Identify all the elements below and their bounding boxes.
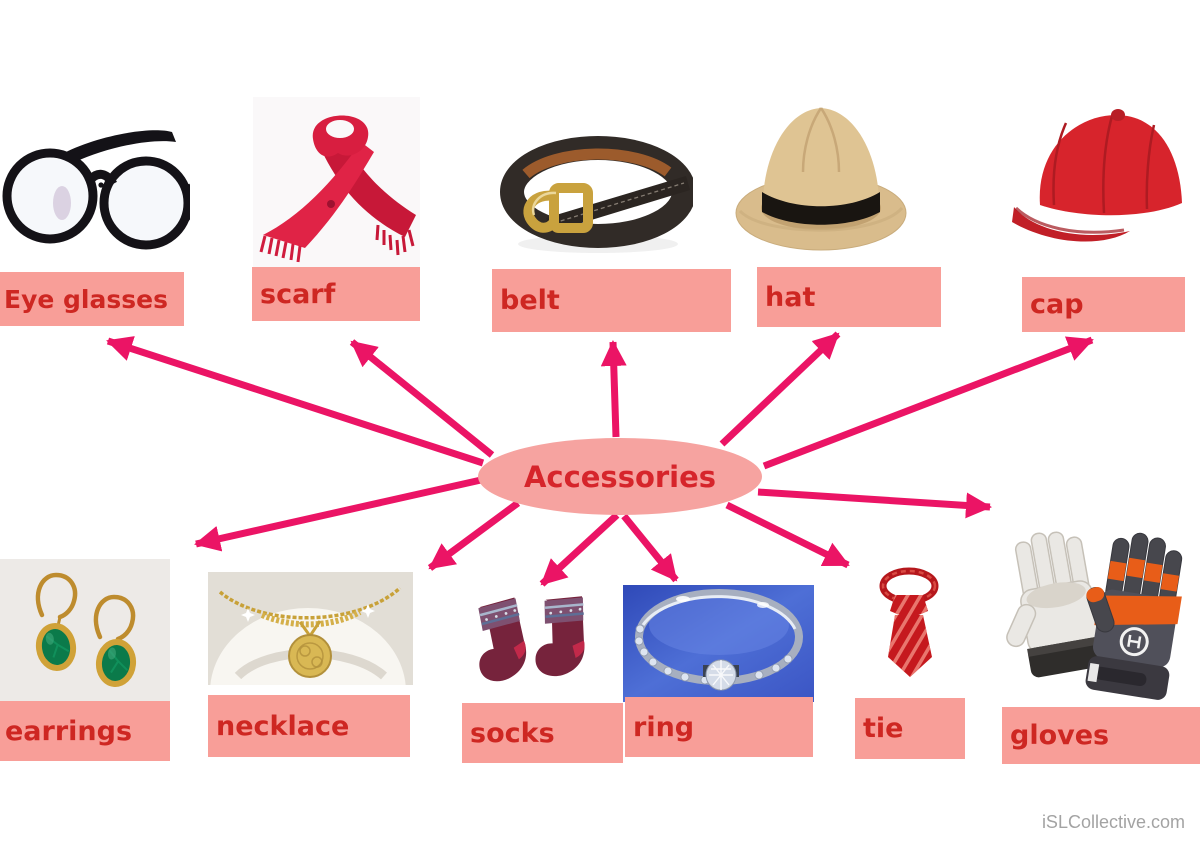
wool-socks-photo <box>461 587 608 702</box>
red-cap-photo <box>1006 101 1194 259</box>
diamond-ring-photo <box>623 585 814 702</box>
belt-label: belt <box>492 269 731 332</box>
necklace-label: necklace <box>208 695 410 757</box>
arrow-to-necklace <box>427 500 521 571</box>
eye-glasses-label: Eye glasses <box>0 272 184 326</box>
arrow-to-eye-glasses <box>106 336 485 467</box>
arrow-to-hat <box>719 331 841 447</box>
arrow-to-belt <box>600 340 627 438</box>
arrow-to-tie <box>725 501 850 569</box>
cap-label: cap <box>1022 277 1185 332</box>
center-topic-label: Accessories <box>523 459 717 494</box>
work-gloves-photo <box>1006 511 1190 710</box>
ring-label: ring <box>625 697 813 757</box>
arrow-to-gloves <box>757 488 992 519</box>
arrow-to-cap <box>762 336 1094 470</box>
arrow-to-ring <box>621 513 679 583</box>
arrow-to-earrings <box>194 476 482 552</box>
scarf-label: scarf <box>252 267 420 321</box>
arrow-to-scarf <box>349 339 495 458</box>
eyeglasses-photo <box>0 108 190 258</box>
socks-label: socks <box>462 703 623 763</box>
hat-label: hat <box>757 267 941 327</box>
tie-label: tie <box>855 698 965 759</box>
leather-belt-photo <box>488 126 693 269</box>
straw-hat-photo <box>733 98 909 255</box>
green-gem-earrings-photo <box>0 559 170 702</box>
watermark: iSLCollective.com <box>1041 812 1185 832</box>
center-topic-ellipse: Accessories <box>478 438 762 515</box>
earrings-label: earrings <box>0 701 170 761</box>
gold-necklace-photo <box>208 572 413 685</box>
red-striped-tie-photo <box>862 565 957 686</box>
arrow-to-socks <box>539 512 620 587</box>
red-scarf-photo <box>253 97 420 268</box>
gloves-label: gloves <box>1002 707 1200 764</box>
